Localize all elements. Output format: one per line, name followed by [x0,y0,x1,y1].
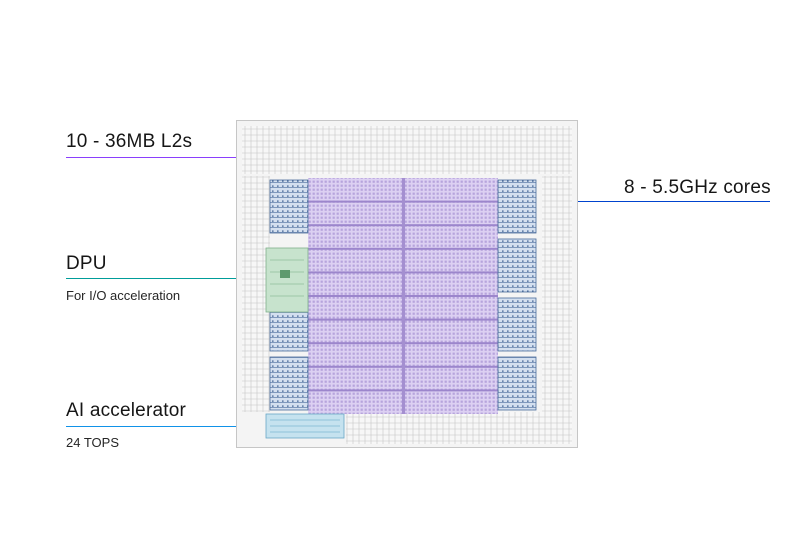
core-block [497,238,537,293]
cores-callout-label: 8 - 5.5GHz cores [624,177,771,198]
ai-callout-sublabel: 24 TOPS [66,435,119,450]
dpu-block [265,247,309,313]
core-block [497,297,537,352]
dpu-callout-line [66,278,278,279]
l2-callout-label: 10 - 36MB L2s [66,131,193,152]
processor-die [236,120,578,448]
bottom-periphery [346,412,572,444]
dpu-core-mark [280,270,290,278]
core-block [497,179,537,234]
l2-center-spine [402,178,405,414]
top-io-area [242,126,572,174]
cores-callout-line [528,201,770,202]
cores-right-column [497,179,537,411]
core-block [497,356,537,411]
core-block [269,179,309,234]
ai-callout-line [66,426,328,427]
ai-callout-label: AI accelerator [66,400,187,421]
dpu-callout-sublabel: For I/O acceleration [66,288,181,303]
core-block [269,356,309,411]
left-periphery [242,176,270,412]
right-periphery [542,176,572,412]
dpu-callout-label: DPU [66,253,107,274]
l2-callout-line [66,157,402,158]
